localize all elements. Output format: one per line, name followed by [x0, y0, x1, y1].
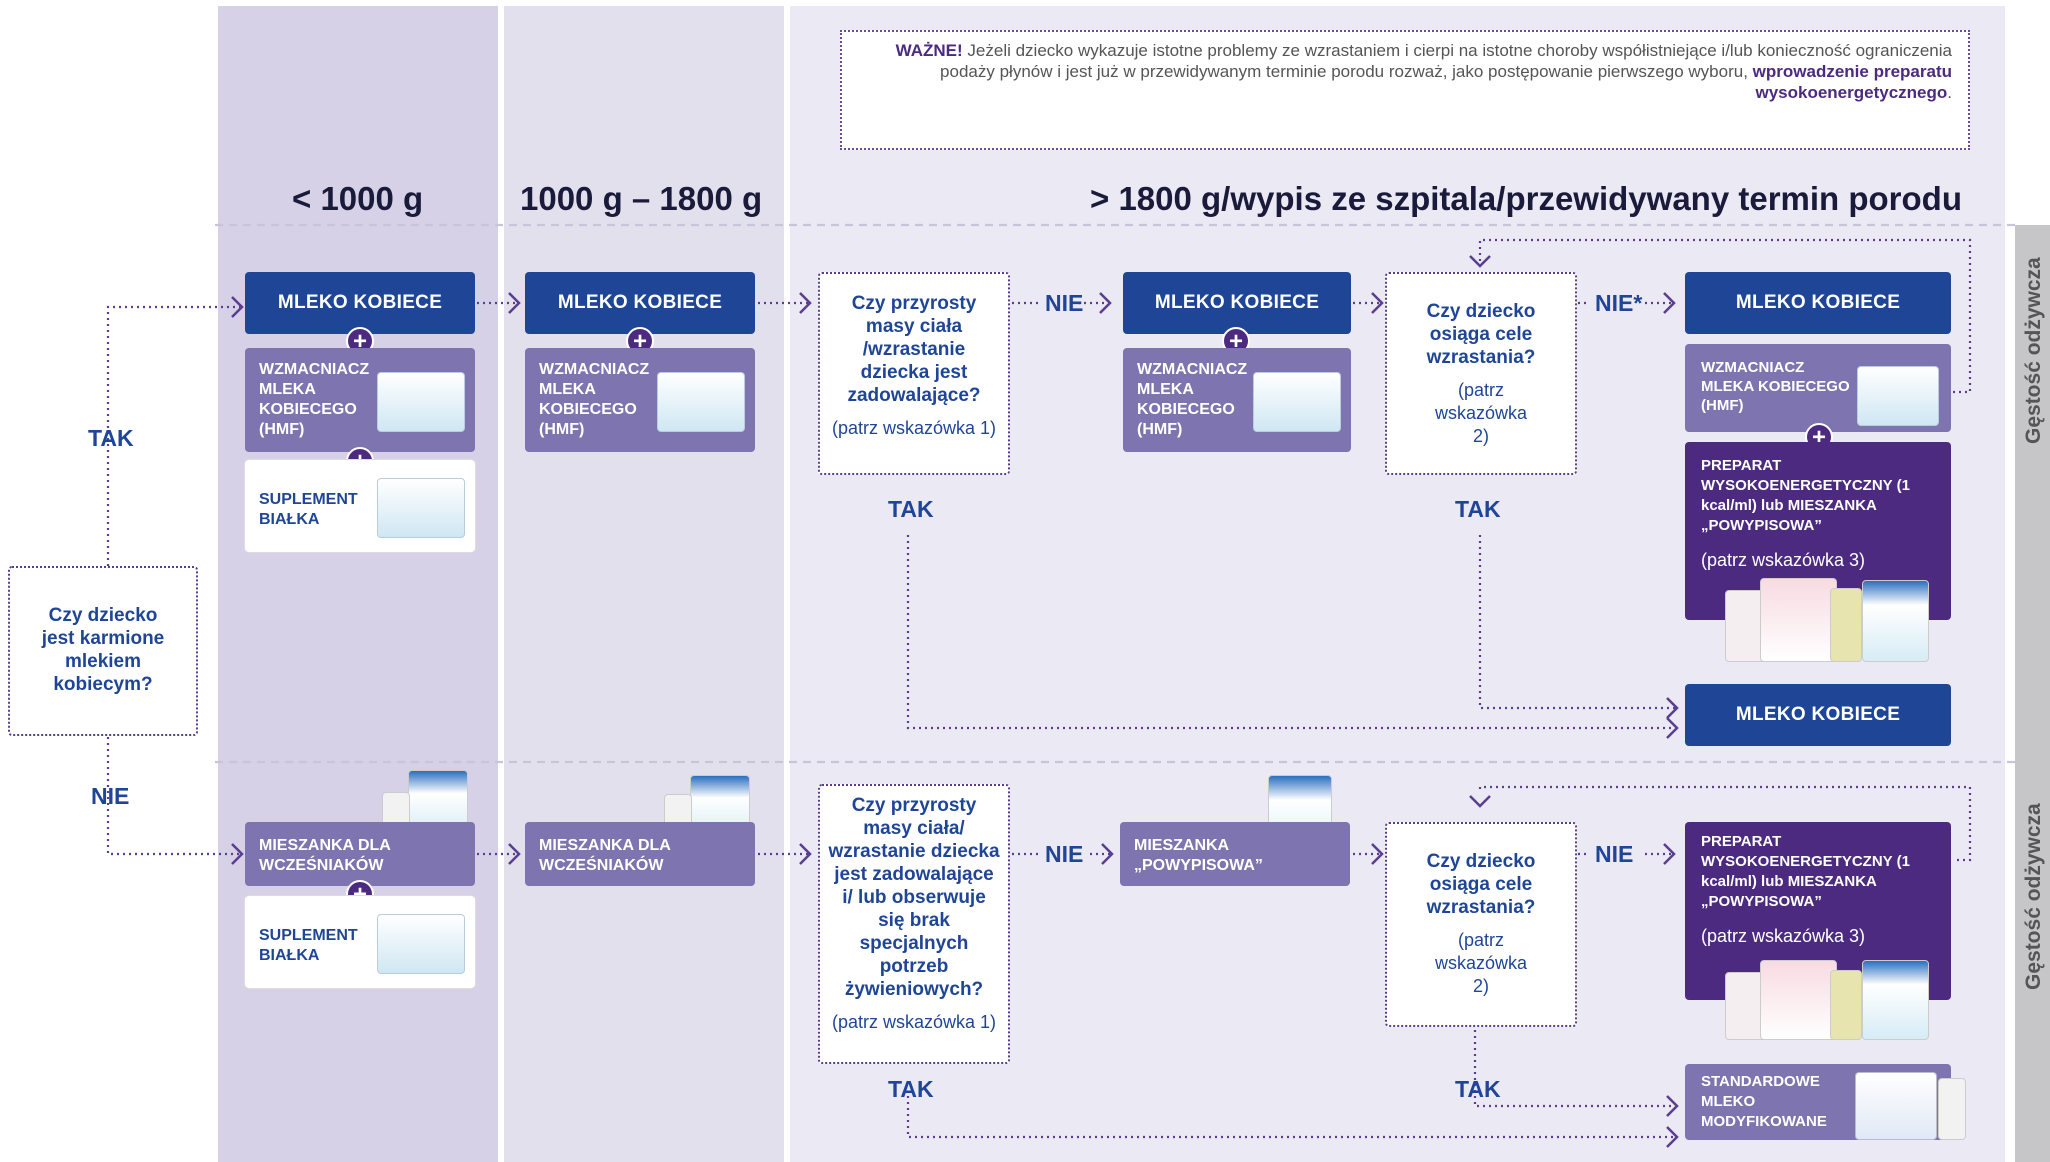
box-wzmacniacz-1: WZMACNIACZ MLEKA KOBIECEGO (HMF)	[245, 348, 475, 452]
box-wzmacniacz-2: WZMACNIACZ MLEKA KOBIECEGO (HMF)	[525, 348, 755, 452]
header-lt1000: < 1000 g	[292, 180, 424, 217]
label-tak-top-2: TAK	[1455, 496, 1501, 522]
start-question-text: Czy dziecko jest karmione mlekiem kobiec…	[41, 605, 165, 695]
side-label-bottom: Gęstość odżywcza	[2022, 803, 2045, 990]
start-question: Czy dziecko jest karmione mlekiem kobiec…	[8, 566, 198, 736]
box-preparat-bottom-hint: (patrz wskazówka 3)	[1701, 926, 1866, 946]
product-can-image	[1830, 970, 1862, 1040]
product-can-image	[1760, 960, 1837, 1040]
question-growth-bottom-hint: (patrz wskazówka 1)	[831, 1012, 997, 1032]
box-mieszanka-powyp-text: MIESZANKA „POWYPISOWA”	[1134, 837, 1263, 874]
box-suplement-1-text: SUPLEMENT BIAŁKA	[259, 491, 358, 528]
question-growth-bottom: Czy przyrosty masy ciała/ wzrastanie dzi…	[818, 784, 1010, 1064]
header-gt1800: > 1800 g/wypis ze szpitala/przewidywany …	[1090, 180, 1963, 217]
product-can-image	[1855, 1072, 1937, 1140]
product-box-image	[1857, 366, 1939, 426]
question-goals-bottom-hint: (patrz wskazówka 2)	[1434, 930, 1528, 996]
box-suplement-2: SUPLEMENT BIAŁKA	[245, 896, 475, 988]
question-growth-top-hint: (patrz wskazówka 1)	[831, 418, 997, 438]
label-nie-bottom-1: NIE	[1045, 841, 1084, 867]
question-goals-top-hint: (patrz wskazówka 2)	[1434, 380, 1528, 446]
label-nie-bottom-2: NIE	[1595, 841, 1634, 867]
question-goals-top-text: Czy dziecko osiąga cele wzrastania?	[1426, 301, 1536, 368]
question-goals-bottom: Czy dziecko osiąga cele wzrastania? (pat…	[1385, 822, 1577, 1027]
label-nie-start: NIE	[91, 783, 130, 809]
box-preparat-top-hint: (patrz wskazówka 3)	[1701, 550, 1866, 570]
box-wzmacniacz-1-text: WZMACNIACZ MLEKA KOBIECEGO (HMF)	[259, 361, 370, 438]
product-can-image	[1862, 580, 1929, 662]
box-mieszanka-powyp: MIESZANKA „POWYPISOWA”	[1120, 822, 1350, 886]
product-can-image	[1830, 588, 1862, 662]
box-standard-text: STANDARDOWE MLEKO MODYFIKOWANE	[1701, 1073, 1827, 1130]
question-growth-top: Czy przyrosty masy ciała /wzrastanie dzi…	[818, 272, 1010, 475]
box-wzmacniacz-4-text: WZMACNIACZ MLEKA KOBIECEGO (HMF)	[1701, 359, 1850, 414]
label-tak-bottom-2: TAK	[1455, 1076, 1501, 1102]
important-emphasis: wprowadzenie preparatu wysokoenergetyczn…	[1752, 62, 1952, 102]
box-suplement-1: SUPLEMENT BIAŁKA	[245, 460, 475, 552]
product-can-image	[1938, 1078, 1966, 1140]
question-goals-top: Czy dziecko osiąga cele wzrastania? (pat…	[1385, 272, 1577, 475]
box-mieszanka-wczes-2-text: MIESZANKA DLA WCZEŚNIAKÓW	[539, 837, 671, 874]
label-tak-top-1: TAK	[888, 496, 934, 522]
important-note: WAŻNE! Jeżeli dziecko wykazuje istotne p…	[840, 30, 1970, 150]
box-mieszanka-wczes-1: MIESZANKA DLA WCZEŚNIAKÓW	[245, 822, 475, 886]
label-nie-top-1: NIE	[1045, 290, 1084, 316]
box-suplement-2-text: SUPLEMENT BIAŁKA	[259, 927, 358, 964]
header-1000-1800: 1000 g – 1800 g	[520, 180, 763, 217]
box-wzmacniacz-2-text: WZMACNIACZ MLEKA KOBIECEGO (HMF)	[539, 361, 650, 438]
question-growth-bottom-text: Czy przyrosty masy ciała/ wzrastanie dzi…	[828, 795, 1000, 1000]
question-growth-top-text: Czy przyrosty masy ciała /wzrastanie dzi…	[847, 293, 981, 406]
box-mleko-kobiece-3: MLEKO KOBIECE	[1123, 272, 1351, 334]
product-box-image	[657, 372, 745, 432]
side-label-top: Gęstość odżywcza	[2022, 257, 2045, 444]
product-can-image	[1862, 960, 1929, 1040]
box-wzmacniacz-3: WZMACNIACZ MLEKA KOBIECEGO (HMF)	[1123, 348, 1351, 452]
question-goals-bottom-text: Czy dziecko osiąga cele wzrastania?	[1426, 851, 1536, 918]
box-mleko-kobiece-4: MLEKO KOBIECE	[1685, 272, 1951, 334]
important-lead: WAŻNE!	[895, 41, 963, 60]
product-box-image	[377, 914, 465, 974]
column-1000-1800	[504, 6, 784, 1162]
box-preparat-bottom-text: PREPARAT WYSOKOENERGETYCZNY (1 kcal/ml) …	[1701, 833, 1910, 910]
box-wzmacniacz-3-text: WZMACNIACZ MLEKA KOBIECEGO (HMF)	[1137, 361, 1248, 438]
product-box-image	[377, 478, 465, 538]
box-preparat-top-text: PREPARAT WYSOKOENERGETYCZNY (1 kcal/ml) …	[1701, 457, 1910, 534]
product-can-image	[1760, 578, 1837, 662]
side-band	[2015, 225, 2050, 1162]
important-end: .	[1947, 83, 1952, 102]
box-wzmacniacz-4: WZMACNIACZ MLEKA KOBIECEGO (HMF)	[1685, 344, 1951, 432]
product-box-image	[377, 372, 465, 432]
label-tak-start: TAK	[88, 425, 134, 451]
box-mieszanka-wczes-1-text: MIESZANKA DLA WCZEŚNIAKÓW	[259, 837, 391, 874]
box-mleko-kobiece-1: MLEKO KOBIECE	[245, 272, 475, 334]
product-box-image	[1253, 372, 1341, 432]
important-body: Jeżeli dziecko wykazuje istotne problemy…	[940, 41, 1952, 81]
label-nie-star-top: NIE*	[1595, 290, 1643, 316]
box-mleko-kobiece-2: MLEKO KOBIECE	[525, 272, 755, 334]
label-tak-bottom-1: TAK	[888, 1076, 934, 1102]
box-mleko-kobiece-5: MLEKO KOBIECE	[1685, 684, 1951, 746]
box-mieszanka-wczes-2: MIESZANKA DLA WCZEŚNIAKÓW	[525, 822, 755, 886]
